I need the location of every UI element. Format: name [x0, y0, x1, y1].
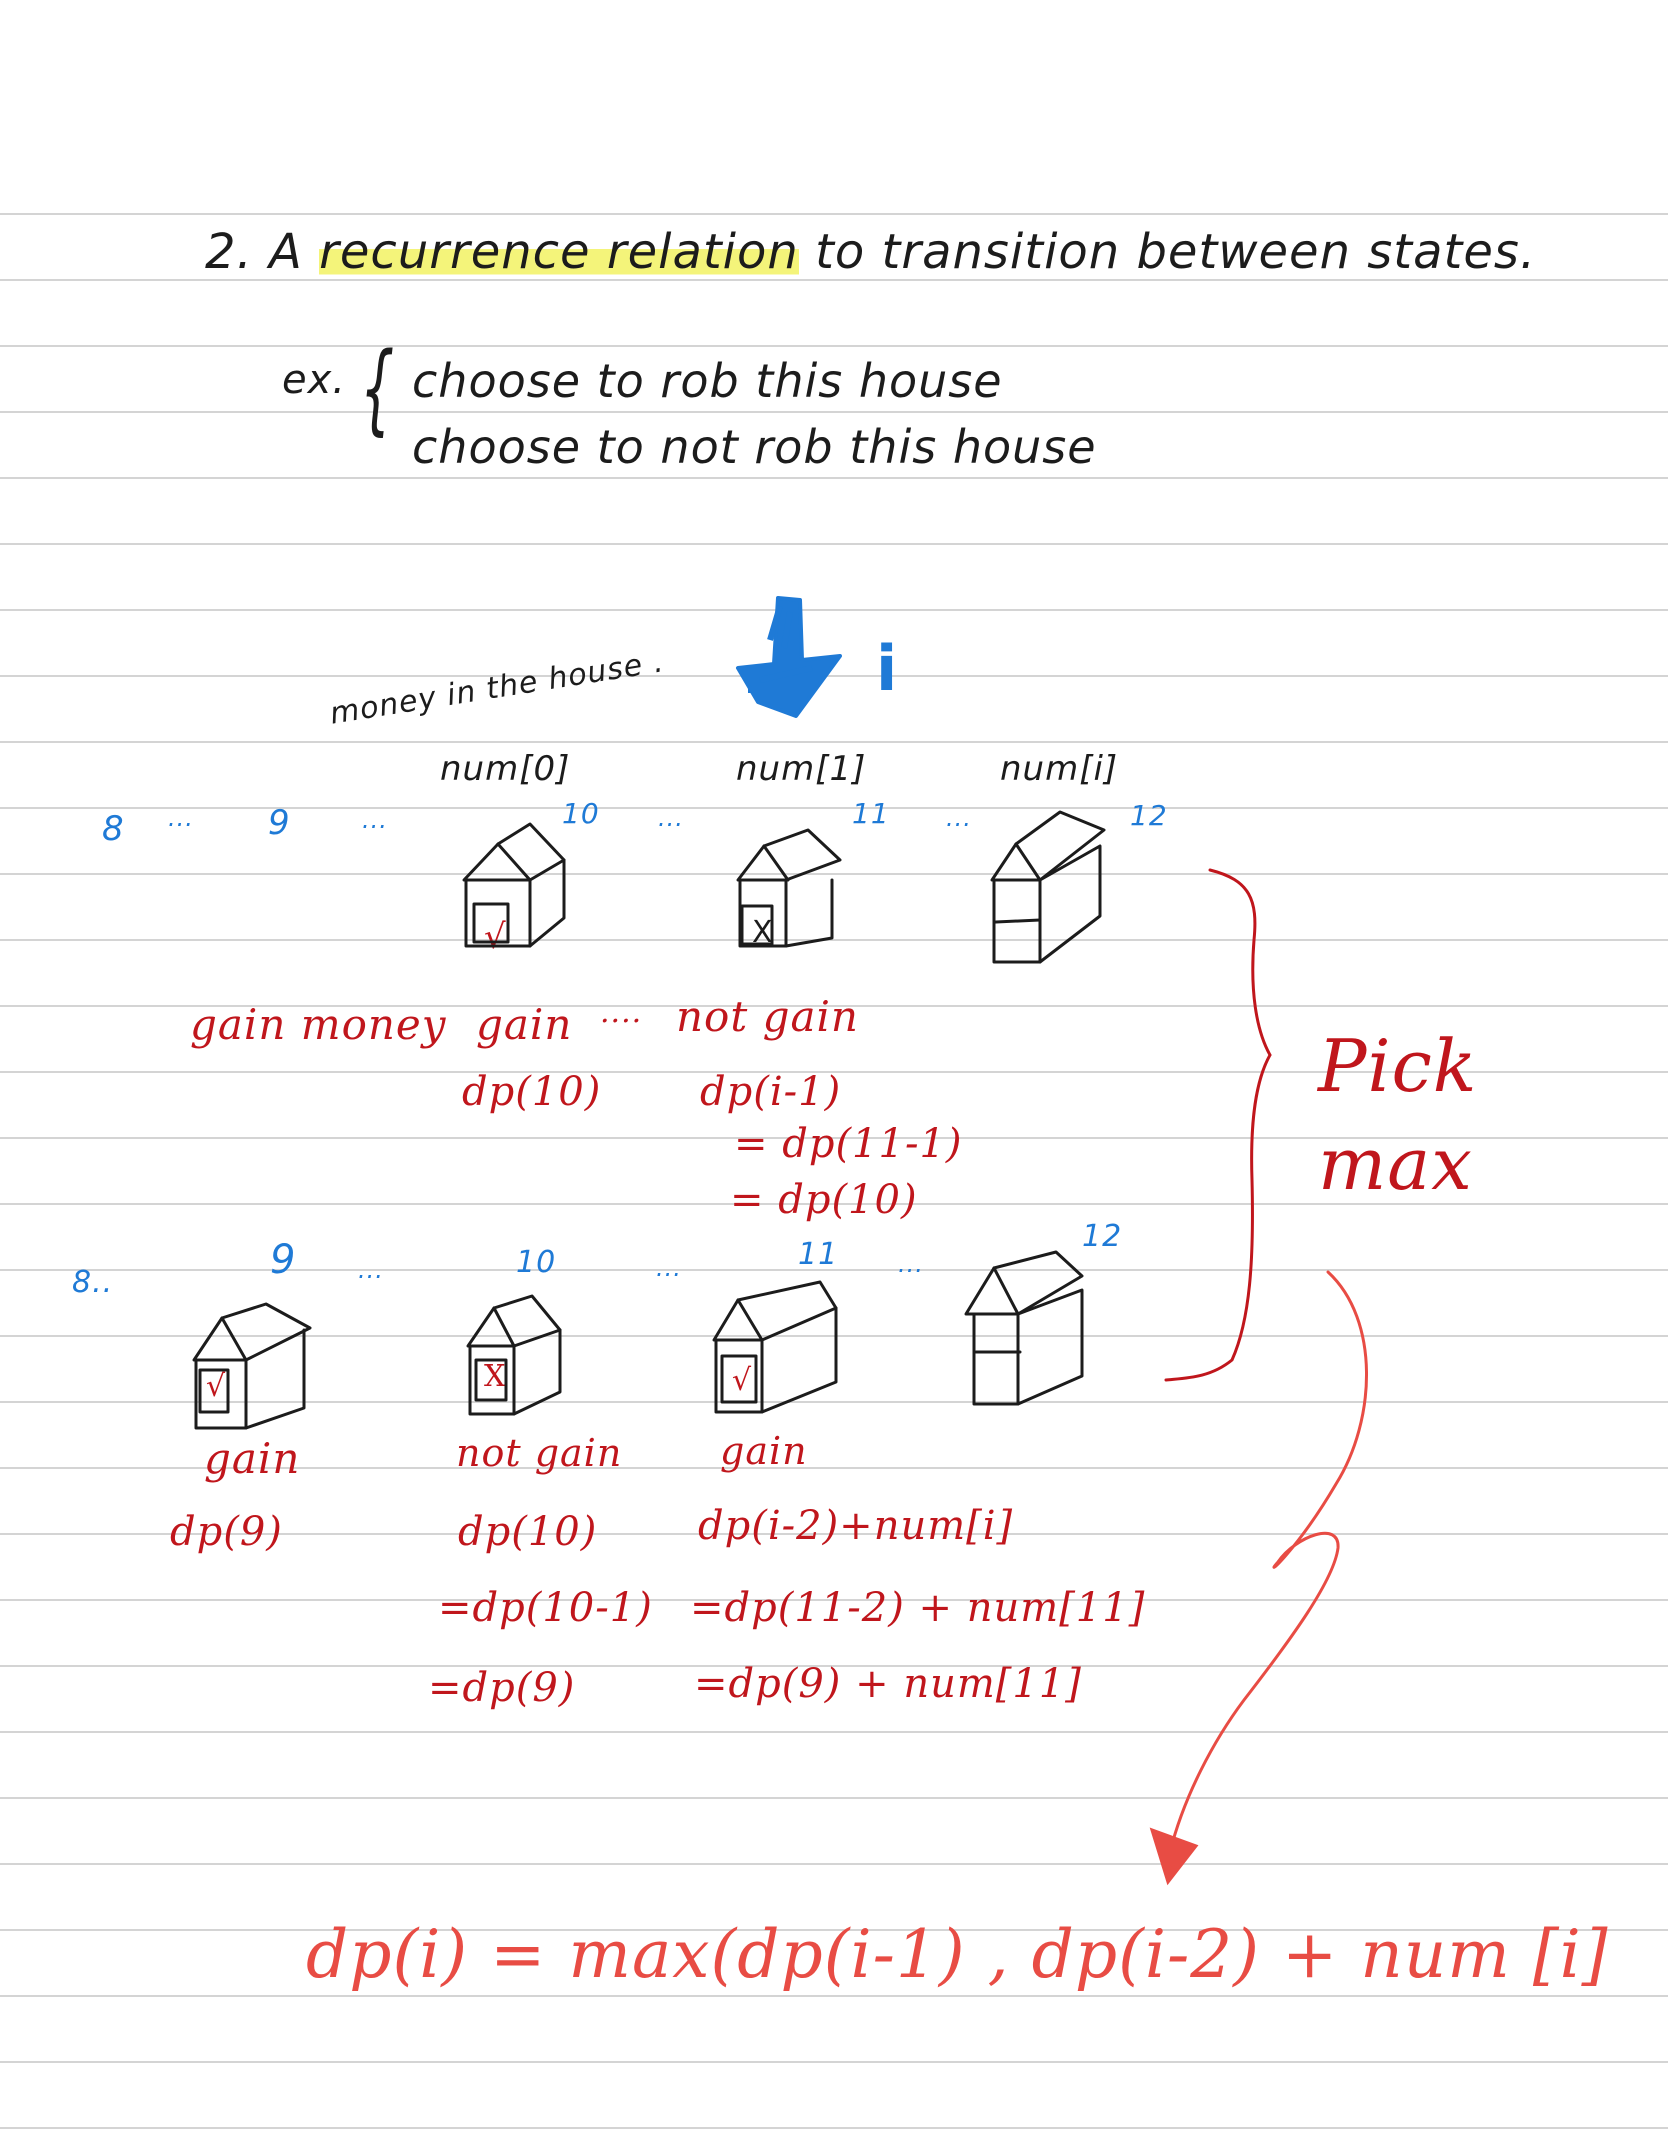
bottom-index-8: 8.. [72, 1265, 114, 1300]
dp-left: dp(10) [462, 1069, 602, 1115]
top-index-11: 11 [852, 797, 890, 830]
array-label-1: num[1] [736, 749, 867, 789]
top-index-12: 12 [1130, 799, 1168, 832]
example-label: ex. [282, 357, 346, 403]
example-option-not-rob: choose to not rob this house [412, 420, 1097, 474]
bottom-col2-line-2: =dp(9) [428, 1665, 576, 1711]
heading-prefix: 2. A [205, 224, 303, 280]
top-index-dots-1: ... [168, 804, 194, 832]
bottom-index-11: 11 [798, 1237, 839, 1272]
top-index-dots-2: ... [362, 806, 388, 834]
top-index-dots-4: ... [946, 804, 972, 832]
bottom-col3-line-0: dp(i-2)+num[i] [698, 1503, 1014, 1549]
house-icon [990, 810, 1106, 964]
bottom-mark-check-2: √ [732, 1363, 753, 1398]
heading-highlight: recurrence relation [319, 224, 799, 280]
dp-right-0: dp(i-1) [700, 1069, 842, 1115]
side-note-max: max [1318, 1122, 1473, 1206]
bottom-mark-check-1: √ [206, 1369, 227, 1404]
dp-right-1: = dp(11-1) [734, 1121, 963, 1167]
bottom-col2-line-0: dp(10) [458, 1509, 598, 1555]
example-brace: { [360, 332, 395, 446]
heading: 2. A recurrence relation to transition b… [205, 224, 1536, 280]
caption-gain: gain [476, 1000, 573, 1049]
bottom-caption-not-gain: not gain [456, 1431, 623, 1475]
array-label-i: num[i] [1000, 749, 1119, 789]
bottom-col1-dp-9: dp(9) [170, 1509, 283, 1555]
pointer-label: i [876, 632, 899, 705]
bottom-mark-x: X [484, 1359, 507, 1394]
bottom-col2-line-1: =dp(10-1) [438, 1585, 653, 1631]
caption-dots: .... [600, 995, 643, 1030]
bottom-col3-line-1: =dp(11-2) + num[11] [690, 1585, 1146, 1631]
caption-gain-money: gain money [190, 1000, 447, 1049]
bottom-caption-gain-2: gain [720, 1429, 808, 1473]
caption-not-gain: not gain [676, 992, 859, 1041]
bottom-index-dots-1: ... [358, 1256, 384, 1284]
array-label-0: num[0] [440, 749, 571, 789]
top-index-10: 10 [562, 797, 600, 830]
top-index-dots-3: ... [658, 804, 684, 832]
bottom-index-12: 12 [1082, 1219, 1123, 1254]
top-mark-x: X [752, 915, 774, 950]
dp-right-2: = dp(10) [730, 1177, 918, 1223]
bottom-index-dots-3: ... [898, 1250, 924, 1278]
heading-suffix: to transition between states. [815, 224, 1537, 280]
house-icon [192, 1302, 312, 1430]
house-icon [466, 1294, 562, 1416]
example-option-rob: choose to rob this house [412, 354, 1003, 408]
top-index-8: 8 [102, 809, 125, 849]
side-note-pick: Pick [1318, 1024, 1478, 1108]
bottom-caption-gain-1: gain [204, 1434, 301, 1483]
house-icon [712, 1280, 838, 1414]
blue-arrow-icon [736, 596, 842, 718]
house-icon [736, 828, 842, 948]
bottom-col3-line-2: =dp(9) + num[11] [694, 1661, 1082, 1707]
curly-brace-icon [1164, 868, 1272, 1382]
house-icon [462, 822, 566, 948]
bottom-index-10: 10 [516, 1245, 557, 1280]
curved-arrow-icon [1149, 1270, 1368, 1886]
bottom-index-9: 9 [270, 1237, 297, 1283]
bottom-index-dots-2: ... [656, 1254, 682, 1282]
final-formula: dp(i) = max(dp(i-1) , dp(i-2) + num [i] [306, 1916, 1609, 1993]
house-icon [964, 1250, 1084, 1406]
top-index-9: 9 [268, 803, 291, 843]
